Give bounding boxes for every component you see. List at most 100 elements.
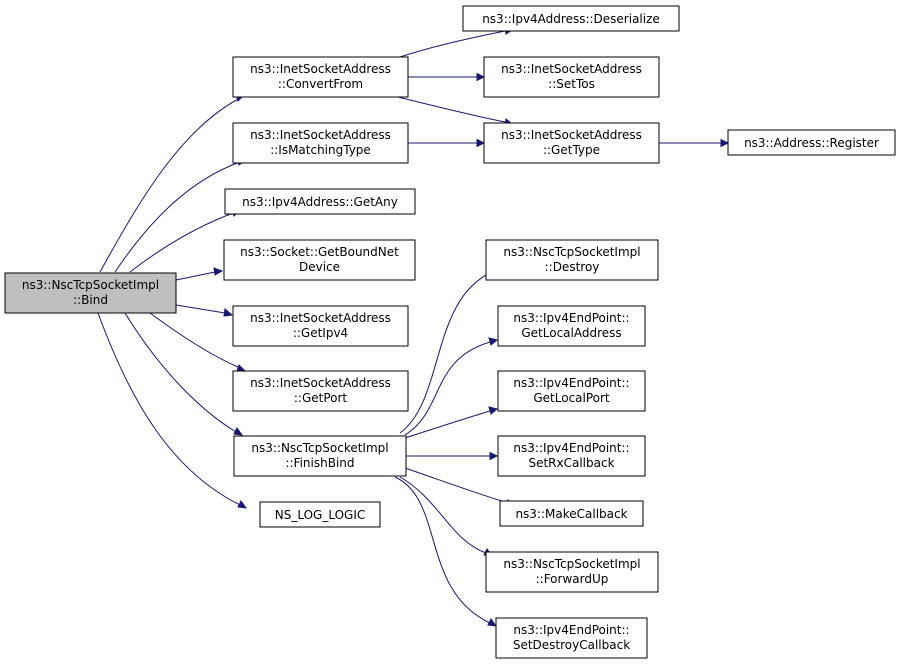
edge-bind-getany — [129, 211, 237, 273]
node-box — [499, 500, 644, 527]
node-box — [497, 370, 646, 412]
edge-finishbind-destroy — [399, 271, 493, 434]
node-box — [232, 305, 409, 347]
edge-finishbind-getlocalport — [404, 410, 491, 439]
node-gettype[interactable]: ns3::InetSocketAddress ::GetType — [483, 122, 660, 164]
node-box — [4, 272, 177, 314]
node-bind[interactable]: ns3::NscTcpSocketImpl ::Bind — [4, 272, 177, 314]
node-label-line: ns3::Ipv4Address::GetAny — [242, 195, 398, 209]
node-box — [233, 435, 407, 477]
node-label-line: ns3::NscTcpSocketImpl — [22, 278, 159, 292]
node-label-line: Device — [299, 260, 340, 274]
node-label-line: ::Bind — [73, 293, 108, 307]
node-box — [232, 122, 409, 164]
node-box — [497, 435, 646, 477]
edge-bind-nsloglogic — [97, 312, 241, 506]
node-setrxcallback[interactable]: ns3::Ipv4EndPoint:: SetRxCallback — [497, 435, 646, 477]
node-box — [495, 617, 648, 659]
node-deserialize[interactable]: ns3::Ipv4Address::Deserialize — [462, 5, 680, 32]
node-forwardup[interactable]: ns3::NscTcpSocketImpl ::ForwardUp — [485, 551, 659, 593]
edge-finishbind-getlocaladdress — [404, 341, 491, 436]
node-label-line: ns3::Ipv4EndPoint:: — [513, 441, 629, 455]
arrowhead — [213, 267, 224, 276]
arrowhead — [488, 337, 499, 346]
node-box — [497, 305, 646, 347]
node-label-line: ::SetTos — [548, 77, 595, 91]
node-box — [232, 56, 409, 98]
edge-finishbind-makecallback — [404, 467, 509, 504]
node-label-line: GetLocalAddress — [521, 326, 621, 340]
node-box — [727, 129, 896, 156]
edge-bind-convertfrom — [99, 97, 241, 273]
arrowhead — [223, 308, 234, 317]
edge-convertfrom-gettype — [397, 96, 506, 123]
node-box — [224, 188, 416, 215]
arrowhead — [489, 451, 499, 461]
node-label-line: ns3::Socket::GetBoundNet — [240, 245, 399, 259]
node-destroy[interactable]: ns3::NscTcpSocketImpl ::Destroy — [485, 239, 659, 281]
edge-bind-getport — [149, 312, 241, 369]
edge-bind-ismatchingtype — [114, 161, 241, 273]
node-getboundnetdevice[interactable]: ns3::Socket::GetBoundNet Device — [223, 239, 416, 281]
node-nsloglogic[interactable]: NS_LOG_LOGIC — [259, 501, 381, 528]
arrowhead — [237, 500, 248, 509]
node-label-line: ns3::NscTcpSocketImpl — [503, 557, 640, 571]
node-box — [259, 501, 381, 528]
node-label-line: GetLocalPort — [533, 391, 610, 405]
node-label-line: ::Destroy — [545, 260, 600, 274]
node-getlocaladdress[interactable]: ns3::Ipv4EndPoint:: GetLocalAddress — [497, 305, 646, 347]
edge-finishbind-forwardup — [399, 476, 487, 554]
edge-bind-getipv4 — [175, 304, 226, 314]
node-register[interactable]: ns3::Address::Register — [727, 129, 896, 156]
node-label-line: ::GetIpv4 — [293, 326, 348, 340]
node-box — [483, 122, 660, 164]
node-finishbind[interactable]: ns3::NscTcpSocketImpl ::FinishBind — [233, 435, 407, 477]
arrowhead — [487, 618, 498, 627]
node-label-line: ::GetPort — [294, 391, 348, 405]
node-settos[interactable]: ns3::InetSocketAddress ::SetTos — [483, 56, 660, 98]
node-box — [462, 5, 680, 32]
arrowhead — [720, 138, 730, 148]
node-label-line: ::GetType — [543, 143, 600, 157]
arrowhead — [476, 138, 486, 148]
node-label-line: ns3::InetSocketAddress — [501, 62, 642, 76]
node-label-line: SetRxCallback — [528, 456, 614, 470]
node-box — [232, 370, 409, 412]
node-label-line: ns3::InetSocketAddress — [250, 311, 391, 325]
node-label-line: ns3::Address::Register — [744, 136, 879, 150]
node-label-line: SetDestroyCallback — [513, 638, 630, 652]
arrowhead — [233, 427, 244, 436]
node-label-line: ns3::Ipv4Address::Deserialize — [482, 12, 660, 26]
node-box — [223, 239, 416, 281]
node-label-line: ns3::MakeCallback — [515, 507, 627, 521]
node-label-line: ::ForwardUp — [536, 572, 609, 586]
edge-convertfrom-deserialize — [399, 30, 506, 58]
arrowhead — [236, 364, 247, 372]
edge-finishbind-setdestroycallback — [394, 476, 491, 624]
arrowhead — [476, 72, 486, 82]
node-ismatchingtype[interactable]: ns3::InetSocketAddress ::IsMatchingType — [232, 122, 409, 164]
arrowhead — [488, 406, 499, 415]
node-getlocalport[interactable]: ns3::Ipv4EndPoint:: GetLocalPort — [497, 370, 646, 412]
node-label-line: ns3::NscTcpSocketImpl — [503, 245, 640, 259]
node-convertfrom[interactable]: ns3::InetSocketAddress ::ConvertFrom — [232, 56, 409, 98]
node-box — [485, 239, 659, 281]
nodes: ns3::NscTcpSocketImpl ::Bind ns3::InetSo… — [4, 5, 896, 659]
node-getany[interactable]: ns3::Ipv4Address::GetAny — [224, 188, 416, 215]
node-box — [483, 56, 660, 98]
node-label-line: ns3::InetSocketAddress — [501, 128, 642, 142]
node-label-line: ns3::Ipv4EndPoint:: — [513, 623, 629, 637]
node-label-line: ns3::NscTcpSocketImpl — [251, 441, 388, 455]
node-label-line: ns3::InetSocketAddress — [250, 128, 391, 142]
node-getport[interactable]: ns3::InetSocketAddress ::GetPort — [232, 370, 409, 412]
node-label-line: ::IsMatchingType — [270, 143, 371, 157]
node-makecallback[interactable]: ns3::MakeCallback — [499, 500, 644, 527]
node-label-line: ns3::Ipv4EndPoint:: — [513, 311, 629, 325]
node-label-line: ns3::Ipv4EndPoint:: — [513, 376, 629, 390]
node-label-line: ::FinishBind — [285, 456, 354, 470]
node-label-line: NS_LOG_LOGIC — [275, 508, 366, 522]
node-setdestroycallback[interactable]: ns3::Ipv4EndPoint:: SetDestroyCallback — [495, 617, 648, 659]
node-getipv4[interactable]: ns3::InetSocketAddress ::GetIpv4 — [232, 305, 409, 347]
node-box — [485, 551, 659, 593]
edge-bind-finishbind — [124, 312, 237, 433]
